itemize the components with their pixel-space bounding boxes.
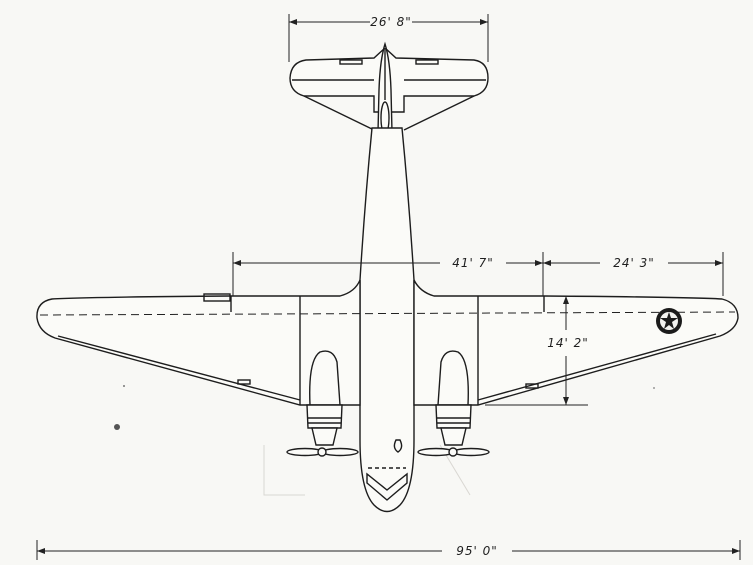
tail-span-dimension: 26' 8" <box>288 14 489 62</box>
wing-inner-dimension: 41' 7" <box>232 252 544 296</box>
right-engine <box>417 350 490 457</box>
wing-roundel <box>656 308 682 334</box>
overall-span-dimension: 95' 0" <box>36 540 741 560</box>
wing-inner-label: 41' 7" <box>452 256 494 270</box>
chord-label: 14' 2" <box>547 336 589 350</box>
paper-guide-left <box>263 445 305 496</box>
wing-outer-label: 24' 3" <box>613 256 655 270</box>
wings <box>36 279 739 406</box>
overall-span-label: 95' 0" <box>456 544 498 558</box>
left-engine <box>286 350 359 457</box>
wing-outer-dimension: 24' 3" <box>543 252 724 296</box>
paper-speck <box>114 424 120 430</box>
fuselage <box>359 127 415 513</box>
tail-span-label: 26' 8" <box>370 15 412 29</box>
chord-dimension: 14' 2" <box>485 295 589 406</box>
